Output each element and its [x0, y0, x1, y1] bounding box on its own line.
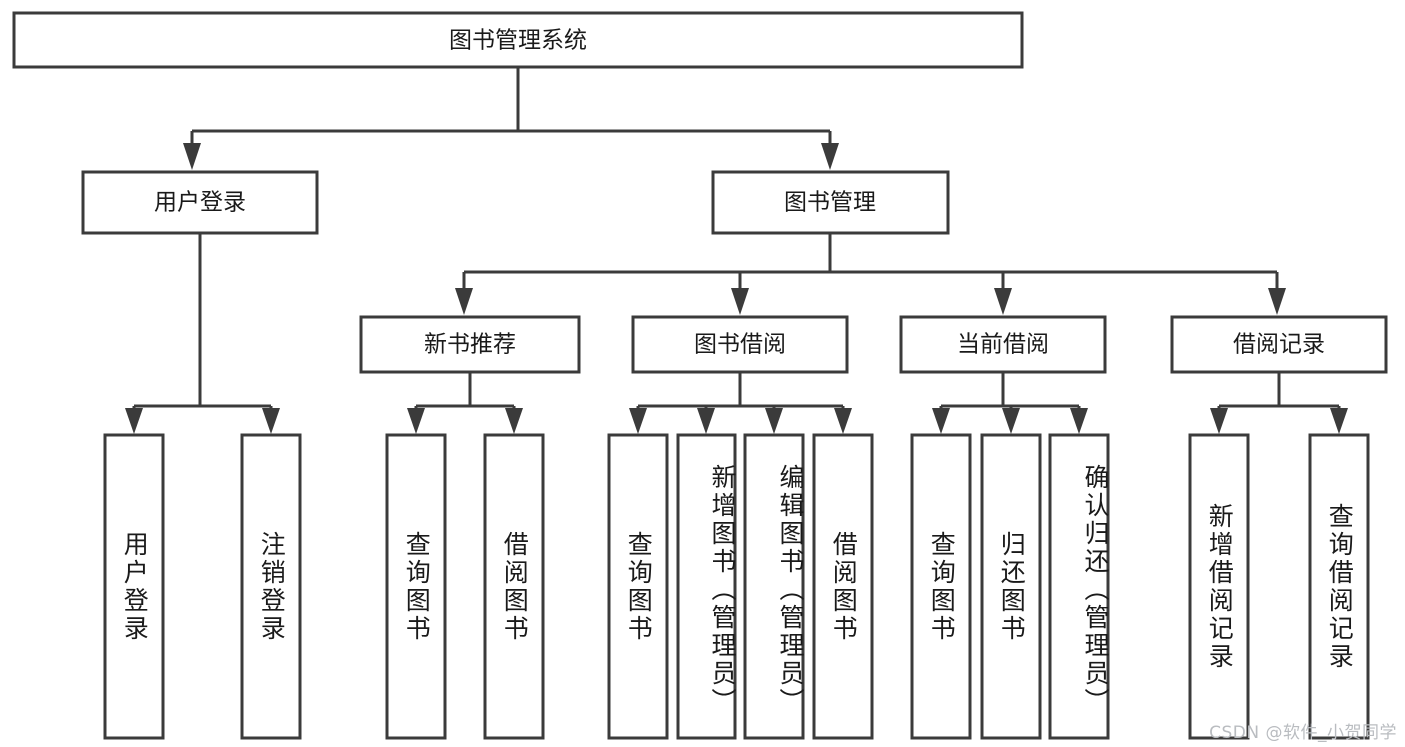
- arrow-head-icon: [697, 408, 715, 434]
- edge-group-borrowrecord-to-leaves: [1210, 372, 1348, 434]
- node-book-management[interactable]: 图书管理: [711, 170, 950, 235]
- arrow-head-icon: [629, 408, 647, 434]
- node-user-login[interactable]: 用户登录: [81, 170, 319, 235]
- leaf-add-book-box[interactable]: [676, 433, 737, 740]
- node-root[interactable]: 图书管理系统: [12, 11, 1024, 69]
- leaf-edit-book-box[interactable]: [743, 433, 805, 740]
- node-current-borrow-box[interactable]: [899, 315, 1107, 374]
- csdn-watermark: CSDN @软件_小贺同学: [1209, 723, 1397, 743]
- edge-group-bookmgmt-to-level3: [455, 233, 1286, 315]
- arrow-head-icon: [505, 408, 523, 434]
- arrow-head-icon: [183, 143, 201, 170]
- leaf-add-borrow-record-box[interactable]: [1188, 433, 1250, 740]
- node-new-book-recommend-label: 新书推荐: [424, 332, 516, 358]
- node-root-box[interactable]: [12, 11, 1024, 69]
- leaf-user-login-box[interactable]: [103, 433, 165, 740]
- arrow-head-icon: [932, 408, 950, 434]
- arrow-head-icon: [994, 288, 1012, 315]
- node-book-management-box[interactable]: [711, 170, 950, 235]
- node-borrow-record-box[interactable]: [1170, 315, 1388, 374]
- arrow-head-icon: [1210, 408, 1228, 434]
- leaf-user-logout-box[interactable]: [240, 433, 302, 740]
- node-book-management-label: 图书管理: [784, 190, 876, 216]
- arrow-head-icon: [1070, 408, 1088, 434]
- arrow-head-icon: [731, 288, 749, 315]
- arrow-head-icon: [821, 143, 839, 170]
- arrow-head-icon: [1330, 408, 1348, 434]
- edge-group-root-to-level2: [183, 67, 839, 170]
- node-book-borrow-label: 图书借阅: [694, 332, 786, 358]
- edge-group-newbook-to-leaves: [407, 372, 523, 434]
- node-user-login-label: 用户登录: [154, 190, 246, 216]
- edge-group-currentborrow-to-leaves: [932, 372, 1088, 434]
- arrow-head-icon: [1002, 408, 1020, 434]
- edge-group-userlogin-to-leaves: [125, 233, 280, 434]
- node-book-borrow-box[interactable]: [631, 315, 849, 374]
- node-current-borrow-label: 当前借阅: [957, 332, 1049, 358]
- node-user-login-box[interactable]: [81, 170, 319, 235]
- arrow-head-icon: [765, 408, 783, 434]
- node-root-label: 图书管理系统: [449, 28, 587, 54]
- leaf-borrow-book-2-box[interactable]: [812, 433, 874, 740]
- leaf-query-book-1-box[interactable]: [385, 433, 447, 740]
- leaf-borrow-book-1-box[interactable]: [483, 433, 545, 740]
- leaf-node-boxes: [103, 433, 1370, 740]
- edge-group-bookborrow-to-leaves: [629, 372, 852, 434]
- node-borrow-record[interactable]: 借阅记录: [1170, 315, 1388, 374]
- arrow-head-icon: [834, 408, 852, 434]
- leaf-query-borrow-record-box[interactable]: [1308, 433, 1370, 740]
- arrow-head-icon: [455, 288, 473, 315]
- arrow-head-icon: [125, 408, 143, 434]
- leaf-query-book-3-box[interactable]: [910, 433, 972, 740]
- leaf-return-book-box[interactable]: [980, 433, 1042, 740]
- node-new-book-recommend-box[interactable]: [359, 315, 581, 374]
- node-borrow-record-label: 借阅记录: [1233, 332, 1325, 358]
- arrow-head-icon: [1268, 288, 1286, 315]
- node-current-borrow[interactable]: 当前借阅: [899, 315, 1107, 374]
- arrow-head-icon: [262, 408, 280, 434]
- leaf-query-book-2-box[interactable]: [607, 433, 669, 740]
- node-new-book-recommend[interactable]: 新书推荐: [359, 315, 581, 374]
- arrow-head-icon: [407, 408, 425, 434]
- node-book-borrow[interactable]: 图书借阅: [631, 315, 849, 374]
- leaf-confirm-return-box[interactable]: [1048, 433, 1110, 740]
